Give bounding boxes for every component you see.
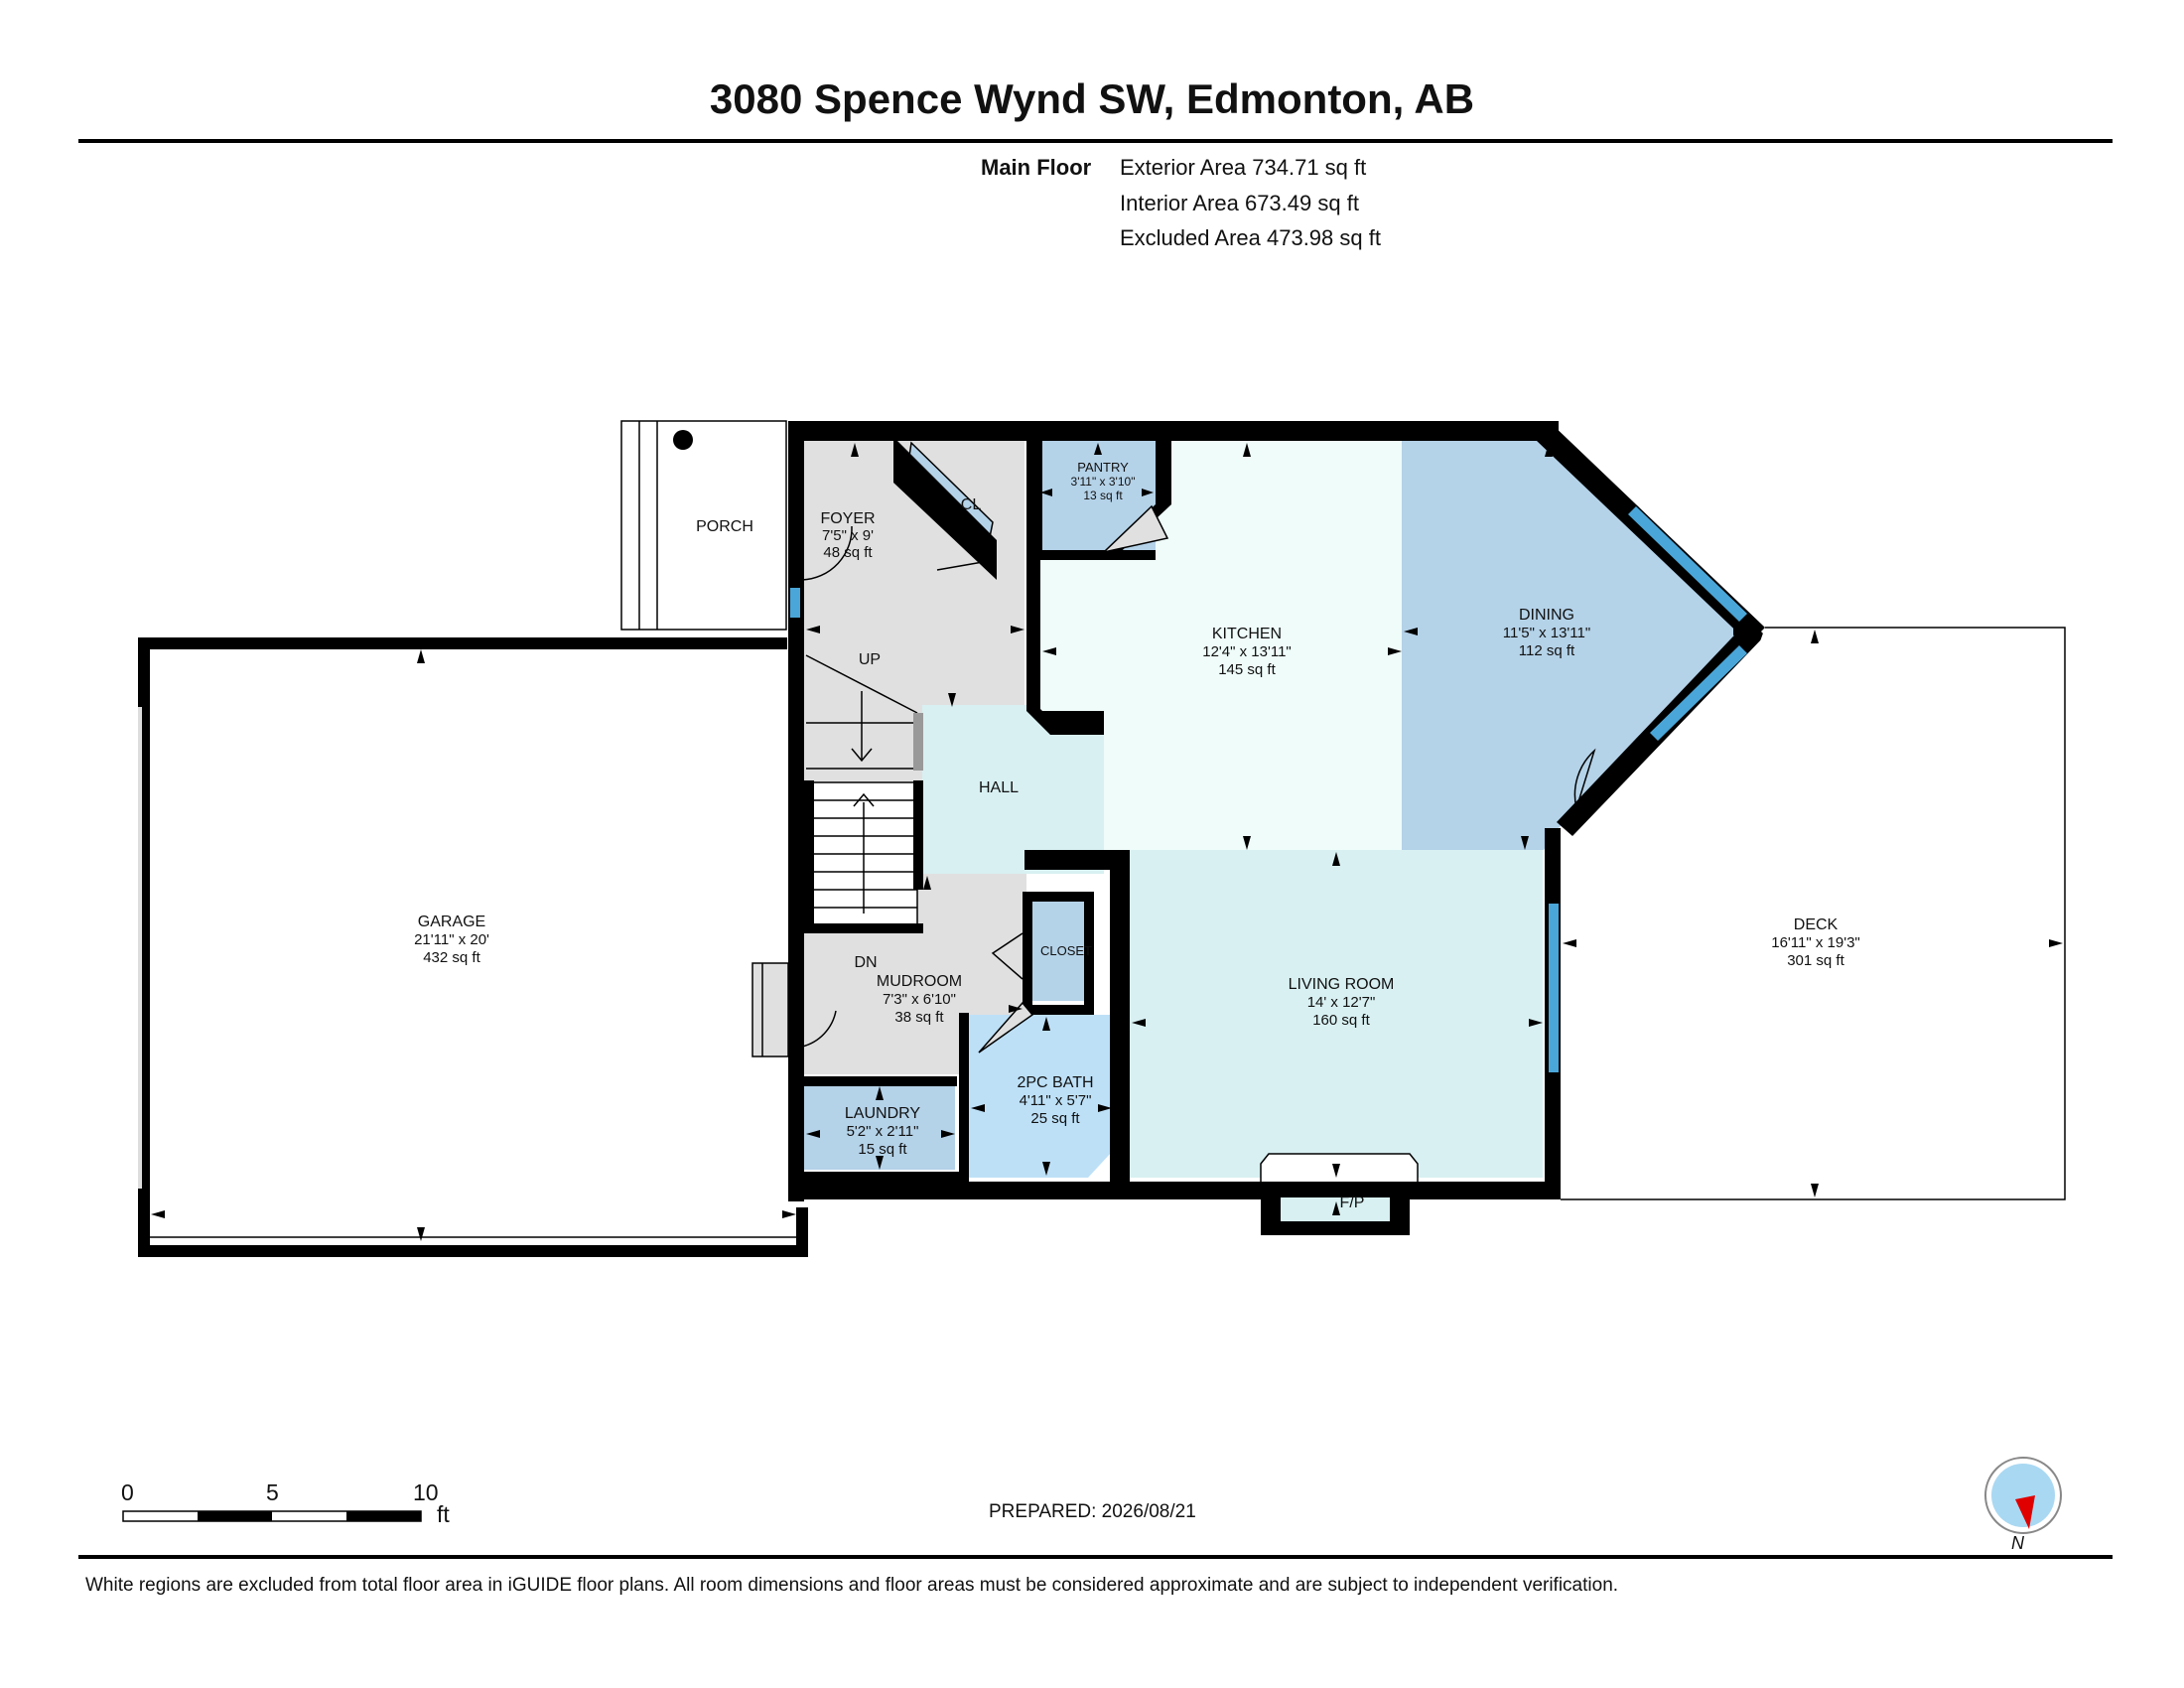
excluded-area: Excluded Area 473.98 sq ft	[1120, 225, 1381, 250]
room-labels: FOYER 7'5" x 9' 48 sq ft CL PANTRY 3'11"…	[820, 460, 1859, 1211]
footer-rule	[78, 1555, 2113, 1559]
foyer-area: 48 sq ft	[823, 544, 873, 561]
footer-disclaimer: White regions are excluded from total fl…	[85, 1575, 1619, 1596]
deck	[1561, 627, 2066, 1200]
interior-area: Interior Area 673.49 sq ft	[1120, 191, 1359, 215]
foyer-name: FOYER	[820, 510, 875, 527]
fp-label: F/P	[1340, 1195, 1365, 1211]
bath-area: 25 sq ft	[1030, 1110, 1080, 1127]
garage-area: 432 sq ft	[423, 949, 480, 966]
laundry-dims: 5'2" x 2'11"	[847, 1123, 919, 1140]
foyer-dims: 7'5" x 9'	[822, 527, 874, 544]
compass-icon	[1984, 1457, 2062, 1534]
cl-label: CL	[961, 496, 982, 513]
scale-unit: ft	[437, 1501, 450, 1527]
side-step	[751, 962, 789, 1057]
garage-name: GARAGE	[418, 914, 485, 930]
deck-area: 301 sq ft	[1787, 952, 1844, 969]
porch-label: PORCH	[696, 518, 753, 535]
mudroom-name: MUDROOM	[877, 973, 962, 990]
kitchen-name: KITCHEN	[1212, 626, 1282, 642]
pantry-area: 13 sq ft	[1083, 489, 1123, 502]
scale-label-5: 5	[266, 1479, 279, 1505]
laundry-name: LAUNDRY	[845, 1105, 921, 1122]
deck-dims: 16'11" x 19'3"	[1771, 934, 1860, 951]
stairs-down	[804, 780, 923, 933]
doors	[801, 504, 1596, 1054]
stairs-up	[805, 654, 923, 771]
garage-dims: 21'11" x 20'	[414, 931, 489, 948]
dining-area: 112 sq ft	[1519, 642, 1575, 659]
dn-label: DN	[854, 954, 877, 971]
garage: GARAGE 21'11" x 20' 432 sq ft	[138, 637, 808, 1257]
hall-label: HALL	[979, 779, 1019, 796]
pantry-name: PANTRY	[1077, 460, 1129, 475]
closet-label: CLOSET	[1040, 943, 1092, 958]
closet	[1032, 894, 1090, 1001]
compass-north-label: N	[2011, 1533, 2024, 1553]
mudroom-area: 38 sq ft	[894, 1009, 944, 1026]
laundry-area: 15 sq ft	[858, 1141, 907, 1158]
living-area: 160 sq ft	[1312, 1012, 1370, 1029]
bath-name: 2PC BATH	[1017, 1074, 1093, 1091]
living-name: LIVING ROOM	[1289, 976, 1395, 993]
kitchen-dims: 12'4" x 13'11"	[1202, 643, 1292, 660]
exterior-area: Exterior Area 734.71 sq ft	[1120, 155, 1367, 180]
plan-title: 3080 Spence Wynd SW, Edmonton, AB	[709, 75, 1475, 122]
up-label: UP	[859, 651, 881, 668]
dining-dims: 11'5" x 13'11"	[1503, 625, 1590, 641]
scale-bar	[122, 1510, 422, 1522]
porch: PORCH	[620, 420, 787, 631]
header-rule	[78, 139, 2113, 143]
bath-dims: 4'11" x 5'7"	[1020, 1092, 1092, 1109]
kitchen-area: 145 sq ft	[1218, 661, 1276, 678]
scale-label-10: 10	[413, 1479, 439, 1505]
2pc-bath	[969, 1015, 1112, 1178]
deck-name: DECK	[1794, 916, 1839, 933]
interior-walls	[800, 437, 1171, 1199]
scale-label-0: 0	[121, 1479, 134, 1505]
prepared-date: PREPARED: 2026/08/21	[989, 1501, 1196, 1522]
living-room	[1128, 850, 1543, 1178]
fireplace-hearth	[1260, 1153, 1419, 1182]
dining-name: DINING	[1519, 607, 1574, 624]
mudroom-dims: 7'3" x 6'10"	[883, 991, 956, 1008]
dimension-arrows	[151, 443, 2063, 1241]
pantry-dims: 3'11" x 3'10"	[1071, 475, 1136, 489]
floor-name: Main Floor	[981, 155, 1092, 180]
dining	[1402, 441, 1747, 850]
living-dims: 14' x 12'7"	[1307, 994, 1376, 1011]
windows	[790, 506, 1747, 1072]
